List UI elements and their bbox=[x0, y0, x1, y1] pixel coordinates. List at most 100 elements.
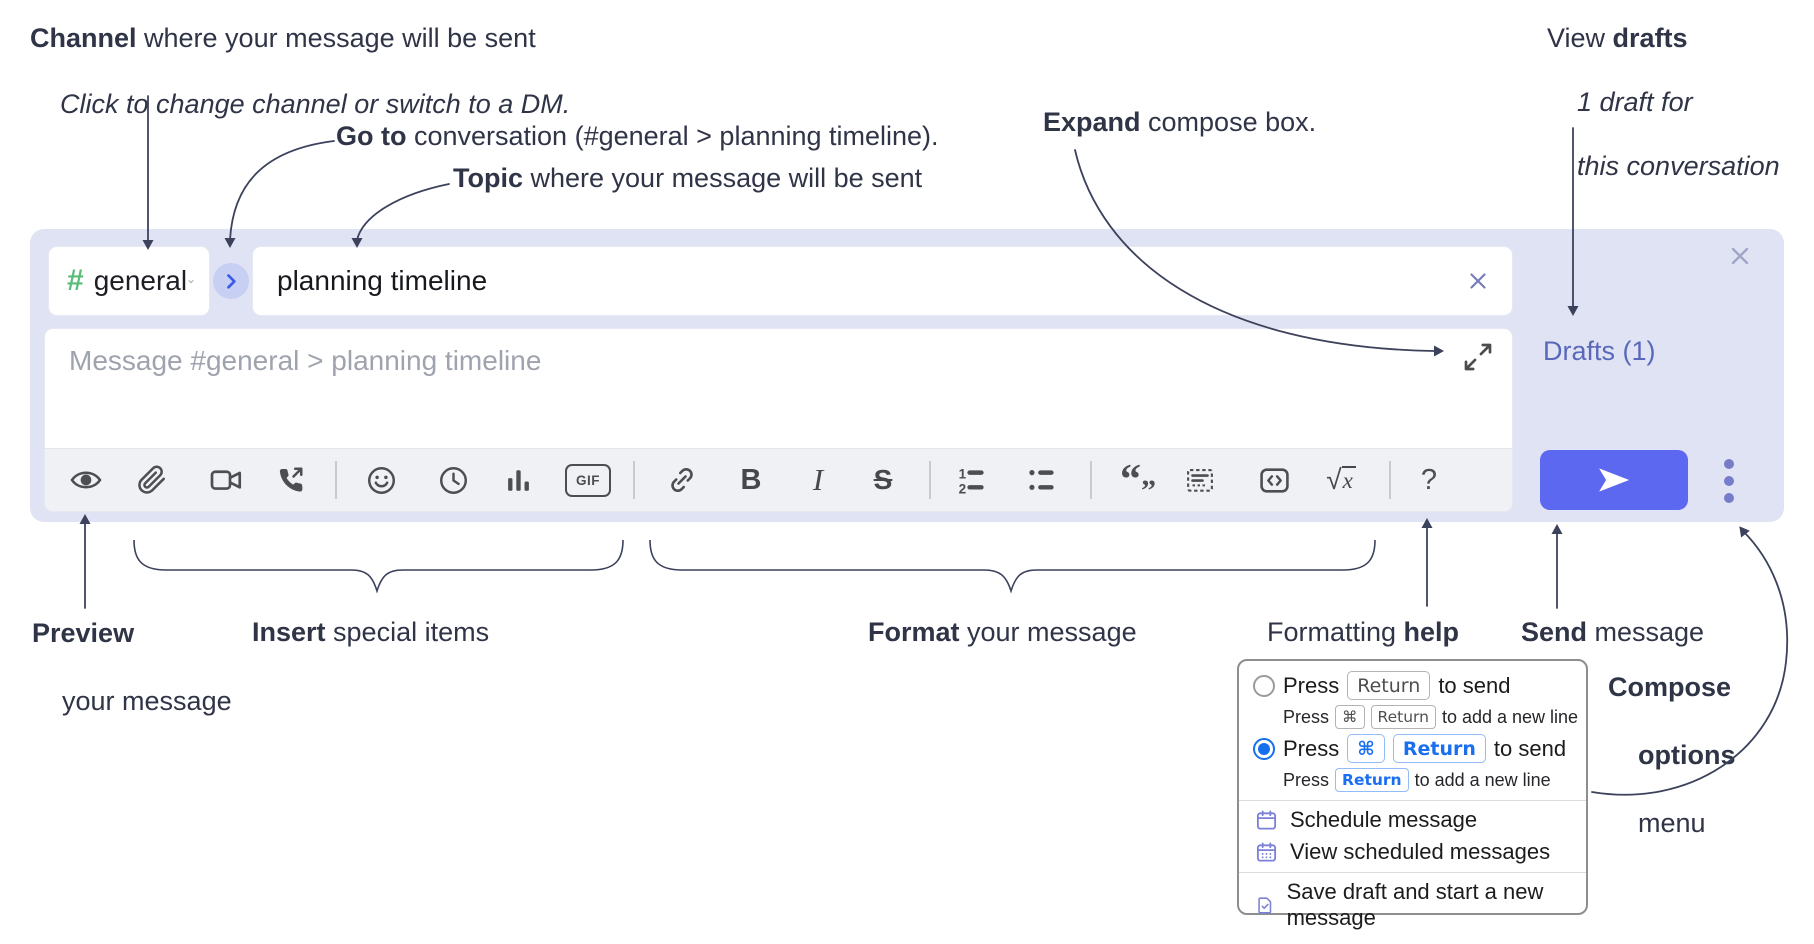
annotation-topic-bold: Topic bbox=[453, 163, 523, 193]
menu-item-label: Schedule message bbox=[1290, 807, 1478, 832]
annotation-insert-rest: special items bbox=[325, 617, 490, 647]
annotation-preview-line2: your message bbox=[62, 686, 232, 716]
menu-item-view-scheduled[interactable]: View scheduled messages bbox=[1255, 839, 1550, 865]
toolbar-divider bbox=[929, 461, 931, 499]
key-return: Return bbox=[1392, 734, 1486, 763]
annotation-format-bold: Format bbox=[868, 617, 960, 647]
strikethrough-icon: S bbox=[873, 464, 893, 495]
quote-icon: “” bbox=[1120, 457, 1156, 507]
key-return: Return bbox=[1370, 705, 1436, 729]
channel-selector[interactable]: # general bbox=[48, 246, 210, 316]
video-call-button[interactable] bbox=[203, 457, 249, 503]
numbered-list-icon: 1 2 bbox=[958, 466, 984, 496]
annotation-topic-rest: where your message will be sent bbox=[523, 163, 923, 193]
radio-cmd-return-to-send[interactable] bbox=[1253, 738, 1275, 760]
bold-button[interactable]: B bbox=[728, 457, 774, 503]
annotation-drafts-pre: View bbox=[1547, 23, 1613, 53]
spoiler-icon bbox=[1187, 468, 1213, 492]
emoji-button[interactable] bbox=[358, 457, 404, 503]
expand-compose-icon[interactable] bbox=[1462, 341, 1494, 373]
bold-icon: B bbox=[740, 463, 762, 496]
link-icon bbox=[671, 467, 693, 493]
channel-name: general bbox=[93, 265, 188, 296]
message-area[interactable]: Message #general > planning timeline bbox=[44, 328, 1513, 512]
key-return: Return bbox=[1347, 671, 1431, 700]
strikethrough-button[interactable]: S bbox=[860, 457, 906, 503]
poll-button[interactable] bbox=[495, 457, 541, 503]
bar-chart-icon bbox=[507, 469, 529, 491]
send-button[interactable] bbox=[1540, 450, 1688, 510]
annotation-help-pre: Formatting bbox=[1267, 617, 1404, 647]
drafts-link[interactable]: Drafts (1) bbox=[1543, 336, 1656, 366]
chevron-down-icon bbox=[188, 279, 194, 283]
clear-topic-icon[interactable] bbox=[1464, 267, 1492, 295]
compose-box: # general planning timeline Message #gen… bbox=[30, 229, 1784, 522]
annotation-channel-rest: where your message will be sent bbox=[136, 23, 536, 53]
annotation-format: Format your message bbox=[868, 616, 1137, 649]
close-compose-icon[interactable] bbox=[1725, 241, 1755, 271]
annotation-send-rest: message bbox=[1587, 617, 1705, 647]
svg-text:1: 1 bbox=[958, 466, 966, 481]
bulleted-list-icon bbox=[1028, 469, 1054, 490]
numbered-list-button[interactable]: 1 2 bbox=[948, 457, 994, 503]
menu-item-schedule-message[interactable]: Schedule message bbox=[1255, 807, 1477, 833]
menu-item-label: Save draft and start a new message bbox=[1286, 879, 1544, 930]
attach-file-button[interactable] bbox=[129, 457, 175, 503]
formatting-help-button[interactable]: ? bbox=[1406, 457, 1452, 503]
brace-insert bbox=[133, 539, 624, 594]
annotation-compose-options: Compose options menu bbox=[1608, 670, 1736, 840]
ellipsis-dot bbox=[1724, 459, 1734, 469]
annotation-channel: Channel where your message will be sent … bbox=[30, 22, 570, 121]
spoiler-button[interactable] bbox=[1177, 457, 1223, 503]
eye-icon bbox=[70, 471, 102, 489]
option-return-to-send[interactable]: Press Return to send bbox=[1283, 671, 1510, 700]
option-text: to send bbox=[1438, 672, 1511, 698]
annotation-format-rest: your message bbox=[959, 617, 1137, 647]
message-placeholder: Message #general > planning timeline bbox=[69, 345, 542, 376]
voice-call-button[interactable] bbox=[267, 457, 313, 503]
svg-text:2: 2 bbox=[958, 481, 966, 495]
gif-button[interactable]: GIF bbox=[565, 457, 611, 503]
go-to-conversation-button[interactable] bbox=[213, 263, 249, 299]
brace-format bbox=[649, 539, 1376, 594]
time-mention-button[interactable] bbox=[430, 457, 476, 503]
annotation-goto-rest: conversation (#general > planning timeli… bbox=[406, 121, 939, 151]
menu-item-save-draft[interactable]: Save draft and start a new message bbox=[1255, 879, 1586, 931]
preview-button[interactable] bbox=[63, 457, 109, 503]
annotation-channel-line2: Click to change channel or switch to a D… bbox=[60, 89, 571, 119]
annotation-expand-rest: compose box. bbox=[1140, 107, 1317, 137]
radio-return-to-send[interactable] bbox=[1253, 675, 1275, 697]
math-icon: √x bbox=[1326, 464, 1356, 496]
math-button[interactable]: √x bbox=[1318, 457, 1364, 503]
toolbar-divider bbox=[1090, 461, 1092, 499]
gif-icon: GIF bbox=[565, 463, 611, 497]
annotation-drafts-bold: drafts bbox=[1612, 23, 1688, 53]
topic-input[interactable]: planning timeline bbox=[252, 246, 1513, 316]
annotation-formatting-help: Formatting help bbox=[1267, 616, 1459, 649]
annotation-channel-bold: Channel bbox=[30, 23, 137, 53]
option-cmd-return-to-send[interactable]: Press ⌘ Return to send bbox=[1283, 734, 1566, 763]
italic-button[interactable]: I bbox=[795, 457, 841, 503]
annotation-goto: Go to conversation (#general > planning … bbox=[336, 120, 939, 153]
toolbar-divider bbox=[335, 461, 337, 499]
annotation-topic: Topic where your message will be sent bbox=[453, 162, 922, 195]
chevron-right-icon bbox=[227, 274, 236, 289]
option-text: Press bbox=[1283, 735, 1340, 761]
annotation-insert-bold: Insert bbox=[252, 617, 326, 647]
menu-item-label: View scheduled messages bbox=[1290, 839, 1551, 864]
calendar-icon bbox=[1256, 809, 1277, 830]
code-button[interactable] bbox=[1251, 457, 1297, 503]
link-button[interactable] bbox=[659, 457, 705, 503]
key-cmd: ⌘ bbox=[1347, 734, 1385, 763]
compose-options-menu-button[interactable] bbox=[1714, 454, 1744, 508]
annotation-compose-line1: Compose bbox=[1608, 672, 1732, 702]
quote-button[interactable]: “” bbox=[1115, 457, 1161, 507]
annotation-drafts-line2: 1 draft for bbox=[1577, 87, 1693, 117]
paper-plane-icon bbox=[1599, 468, 1630, 492]
compose-toolbar: GIF B I S 1 bbox=[45, 448, 1512, 511]
option-text: to send bbox=[1493, 735, 1567, 761]
bulleted-list-button[interactable] bbox=[1018, 457, 1064, 503]
annotation-drafts: View drafts 1 draft for this conversatio… bbox=[1547, 22, 1780, 182]
annotation-expand-bold: Expand bbox=[1043, 107, 1141, 137]
